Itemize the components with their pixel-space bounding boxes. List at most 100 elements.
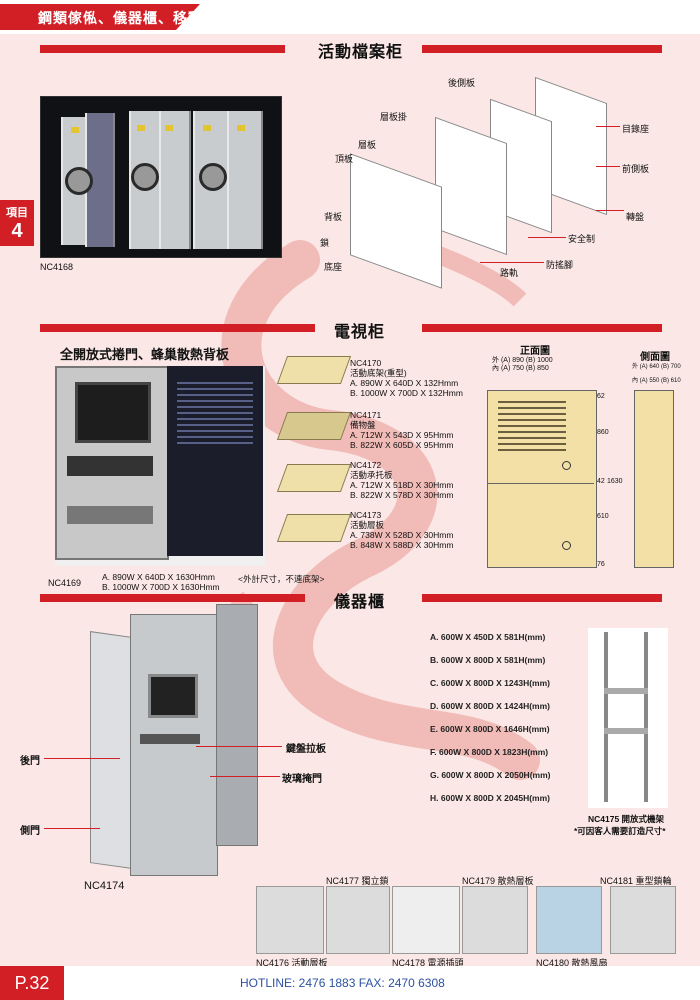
- rule-right: [422, 324, 662, 332]
- leader-line: [528, 237, 566, 238]
- tray-size-a: A. 712W X 543D X 95Hmm: [350, 430, 454, 440]
- section-title-instrument: 儀器櫃: [334, 594, 386, 611]
- leader-line: [44, 828, 100, 829]
- accessory-label: NC4177 獨立鎖: [326, 876, 389, 886]
- tray-name: 活動承托板: [350, 470, 393, 480]
- leader-line: [596, 126, 620, 127]
- page-number: P.32: [0, 966, 64, 1000]
- tray-size-a: A. 738W X 528D X 30Hmm: [350, 530, 454, 540]
- accessory-nc4179-image: [462, 886, 528, 954]
- dim-42: 42: [597, 478, 605, 485]
- section-tab-number: 4: [11, 220, 23, 242]
- accessory-nc4181-image: [610, 886, 676, 954]
- callout-handwheel: 轉盤: [626, 212, 645, 222]
- rule-left: [40, 45, 285, 53]
- side-view-outer: 外 (A) 640 (B) 700: [632, 364, 681, 370]
- callout-shelf: 層板: [358, 140, 377, 150]
- front-view-title: 正面圖: [520, 346, 550, 357]
- callout-anti-tip: 防搖腳: [546, 260, 574, 270]
- callout-rail: 路軌: [500, 268, 519, 278]
- dim-62: 62: [597, 393, 605, 400]
- tv-size-note: <外計尺寸，不連底架>: [238, 574, 325, 584]
- instrument-cabinet-photo: [90, 604, 260, 876]
- rule-left: [40, 324, 315, 332]
- accessory-label: NC4181 重型鎖輪: [600, 876, 672, 886]
- open-rack-label: NC4175 開放式機架: [588, 814, 665, 824]
- callout-lock: 鎖: [320, 238, 330, 248]
- section-title-mobile: 活動檔案柜: [318, 44, 404, 61]
- tv-subtitle: 全開放式捲門、蜂巢散熱背板: [60, 347, 230, 362]
- accessory-label: NC4178 電源插頭: [392, 958, 464, 968]
- dim-610: 610: [597, 513, 609, 520]
- front-view-inner: 內 (A) 750 (B) 850: [492, 365, 549, 372]
- instrument-photo-code: NC4174: [84, 880, 125, 892]
- dim-1630: 1630: [607, 478, 623, 485]
- hotline-text: HOTLINE: 2476 1883 FAX: 2470 6308: [240, 976, 445, 990]
- accessory-label: NC4179 散熱層板: [462, 876, 534, 886]
- callout-keyboard: 鍵盤拉板: [286, 744, 326, 755]
- size-item: B. 600W X 800D X 581H(mm): [430, 655, 546, 665]
- callout-top-panel: 頂板: [335, 154, 354, 164]
- callout-rear-panel: 後側板: [448, 78, 476, 88]
- tray-name: 備物盤: [350, 420, 376, 430]
- mobile-cabinet-diagram: [340, 70, 660, 290]
- instrument-sizes: A. 600W X 450D X 581H(mm) B. 600W X 800D…: [430, 632, 550, 816]
- tv-size-b: B. 1000W X 700D X 1630Hmm: [102, 582, 220, 592]
- callout-rear-door: 後門: [20, 756, 40, 767]
- size-item: E. 600W X 800D X 1646H(mm): [430, 724, 550, 734]
- tray-size-a: A. 890W X 640D X 132Hmm: [350, 378, 459, 388]
- callout-safety: 安全制: [568, 234, 596, 244]
- tray-size-b: B. 822W X 605D X 95Hmm: [350, 440, 454, 450]
- tray-code: NC4173: [350, 510, 382, 520]
- tray-name: 活動層板: [350, 520, 385, 530]
- callout-back-panel: 背板: [324, 212, 343, 222]
- accessory-nc4177-image: [326, 886, 390, 954]
- tray-spec: NC4171 備物盤 A. 712W X 543D X 95Hmm B. 822…: [350, 410, 453, 450]
- size-item: F. 600W X 800D X 1823H(mm): [430, 747, 549, 757]
- accessory-nc4178-image: [392, 886, 460, 954]
- callout-base: 底座: [324, 262, 343, 272]
- section-tab: 項目 4: [0, 200, 34, 246]
- size-item: H. 600W X 800D X 2045H(mm): [430, 793, 550, 803]
- leader-line: [596, 166, 620, 167]
- side-view-drawing: [634, 390, 674, 568]
- tray-spec: NC4170 活動底架(重型) A. 890W X 640D X 132Hmm …: [350, 358, 463, 398]
- tray-name: 活動底架(重型): [350, 368, 407, 378]
- front-view-drawing: [487, 390, 597, 568]
- section-title-tv: 電視柜: [334, 324, 386, 341]
- rule-right: [422, 45, 662, 53]
- tray-code: NC4170: [350, 358, 382, 368]
- callout-directory: 目錄座: [622, 124, 650, 134]
- mobile-photo-code: NC4168: [40, 262, 74, 272]
- front-view-outer: 外 (A) 890 (B) 1000: [492, 357, 553, 364]
- accessory-label: NC4176 活動層板: [256, 958, 328, 968]
- mobile-cabinet-photo: [40, 96, 282, 258]
- rule-left: [40, 594, 305, 602]
- callout-glass: 玻璃掩門: [282, 774, 322, 785]
- header-banner: [0, 4, 200, 30]
- tray-spec: NC4172 活動承托板 A. 712W X 518D X 30Hmm B. 8…: [350, 460, 453, 500]
- tray-size-b: B. 848W X 588D X 30Hmm: [350, 540, 454, 550]
- callout-shelf-hook: 層板掛: [380, 112, 408, 122]
- callout-side-door: 側門: [20, 826, 40, 837]
- accessory-nc4176-image: [256, 886, 324, 954]
- tray-code: NC4172: [350, 460, 382, 470]
- tray-nc4172-image: [276, 464, 352, 492]
- leader-line: [196, 746, 282, 747]
- open-rack-image: [588, 628, 668, 808]
- size-item: C. 600W X 800D X 1243H(mm): [430, 678, 550, 688]
- open-rack-note: *可因客人需要訂造尺寸*: [574, 826, 666, 836]
- tv-photo-code: NC4169: [48, 578, 82, 588]
- tray-size-a: A. 712W X 518D X 30Hmm: [350, 480, 454, 490]
- leader-line: [596, 210, 624, 211]
- tray-spec: NC4173 活動層板 A. 738W X 528D X 30Hmm B. 84…: [350, 510, 453, 550]
- size-item: G. 600W X 800D X 2050H(mm): [430, 770, 551, 780]
- tray-code: NC4171: [350, 410, 382, 420]
- section-tab-label: 項目: [6, 207, 28, 219]
- size-item: A. 600W X 450D X 581H(mm): [430, 632, 546, 642]
- tray-nc4173-image: [276, 514, 352, 542]
- callout-front-side: 前側板: [622, 164, 650, 174]
- accessory-label: NC4180 散熱風扇: [536, 958, 608, 968]
- tv-cabinet-photo: [55, 366, 265, 566]
- side-view-inner: 內 (A) 550 (B) 610: [632, 378, 681, 384]
